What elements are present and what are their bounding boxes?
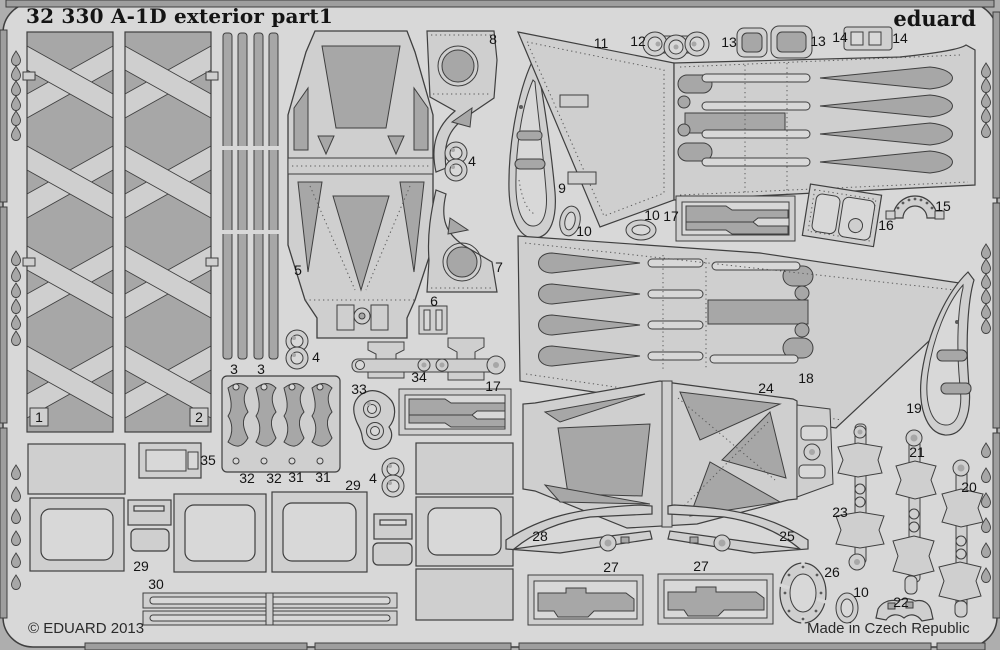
part-number-label: 22 (893, 594, 909, 610)
part-28-arm (505, 504, 653, 554)
part-7-panel (426, 189, 498, 293)
part-number-label: 20 (961, 479, 977, 495)
part-16-access-panel (801, 183, 883, 248)
part-22-bridge (875, 598, 934, 622)
part-number-label: 31 (315, 469, 331, 485)
part-number-label: 10 (576, 223, 592, 239)
part-27-frames (527, 573, 774, 626)
part-number-label: 26 (824, 564, 840, 580)
part-12-triple-grommet (642, 31, 710, 60)
part-number-boxes (29, 407, 209, 427)
part-number-label: 32 (266, 470, 282, 486)
part-number-label: 19 (906, 400, 922, 416)
part-number-label: 7 (495, 259, 503, 275)
sheet-title: 32 330 A-1D exterior part1 (26, 4, 333, 28)
part-18-wing-skin (517, 235, 967, 429)
part-33-kidney-plate (353, 390, 396, 450)
part-number-label: 28 (532, 528, 548, 544)
part-number-label: 8 (489, 31, 497, 47)
part-number-label: 4 (312, 349, 320, 365)
part-number-label: 6 (430, 293, 438, 309)
part-number-label: 16 (878, 217, 894, 233)
part-number-label: 18 (798, 370, 814, 386)
part-19-loop (920, 271, 975, 436)
part-number-label: 31 (288, 469, 304, 485)
part-23-strut (835, 423, 885, 571)
part-17-frames (398, 195, 796, 436)
part-24-flap-truss (522, 380, 834, 529)
part-9-loop (508, 60, 556, 239)
part-number-label: 2 (195, 409, 203, 425)
part-number-label: 35 (200, 452, 216, 468)
part-35-box (138, 442, 202, 479)
part-number-label: 1 (35, 409, 43, 425)
part-4-hinge-plates (285, 141, 468, 498)
part-number-label: 29 (133, 558, 149, 574)
brand-logo-text: eduard (893, 6, 976, 31)
part-25-arm (667, 504, 809, 554)
part-5-fuselage-frame (287, 30, 434, 339)
part-number-label: 4 (369, 470, 377, 486)
part-number-label: 34 (411, 369, 427, 385)
part-number-label: 17 (485, 378, 501, 394)
part-number-label: 32 (239, 470, 255, 486)
part-13-bezels (736, 25, 813, 59)
part-29-panels (27, 442, 514, 621)
made-in-text: Made in Czech Republic (807, 620, 970, 637)
copyright-text: © EDUARD 2013 (28, 620, 145, 637)
part-number-label: 17 (663, 208, 679, 224)
part-8-panel (426, 30, 498, 173)
part-number-label: 12 (630, 33, 646, 49)
part-number-label: 10 (644, 207, 660, 223)
part-number-label: 27 (693, 558, 709, 574)
part-6-bracket (418, 305, 448, 335)
part-number-label: 30 (148, 576, 164, 592)
part-34-linkage (351, 337, 506, 381)
part-number-label: 14 (832, 29, 848, 45)
part-10-grommets (559, 205, 859, 624)
part-number-label: 25 (779, 528, 795, 544)
part-20-strut (938, 459, 984, 618)
part-11-wing-skin (517, 31, 976, 228)
part-number-label: 29 (345, 477, 361, 493)
part-21-strut (892, 429, 937, 595)
part-number-label: 13 (810, 33, 826, 49)
part-number-label: 5 (294, 262, 302, 278)
part-3-strips (221, 32, 281, 360)
part-number-label: 14 (892, 30, 908, 46)
part-number-label: 3 (257, 361, 265, 377)
part-number-label: 11 (594, 35, 609, 51)
part-1-strip (22, 31, 114, 433)
part-number-label: 10 (853, 584, 869, 600)
part-number-label: 21 (909, 444, 925, 460)
part-number-label: 24 (758, 380, 774, 396)
part-number-label: 15 (935, 198, 951, 214)
part-number-label: 27 (603, 559, 619, 575)
part-31-32-ribs (221, 375, 341, 473)
part-number-label: 23 (832, 504, 848, 520)
part-26-oval-ring (779, 561, 827, 625)
part-30-strips (142, 592, 398, 626)
part-number-label: 3 (230, 361, 238, 377)
part-number-label: 9 (558, 180, 566, 196)
part-number-label: 13 (721, 34, 737, 50)
part-2-strip (124, 31, 219, 433)
part-number-label: 33 (351, 381, 367, 397)
part-14-bracket (843, 26, 893, 51)
part-15-arc (885, 195, 945, 220)
part-number-label: 4 (468, 153, 476, 169)
